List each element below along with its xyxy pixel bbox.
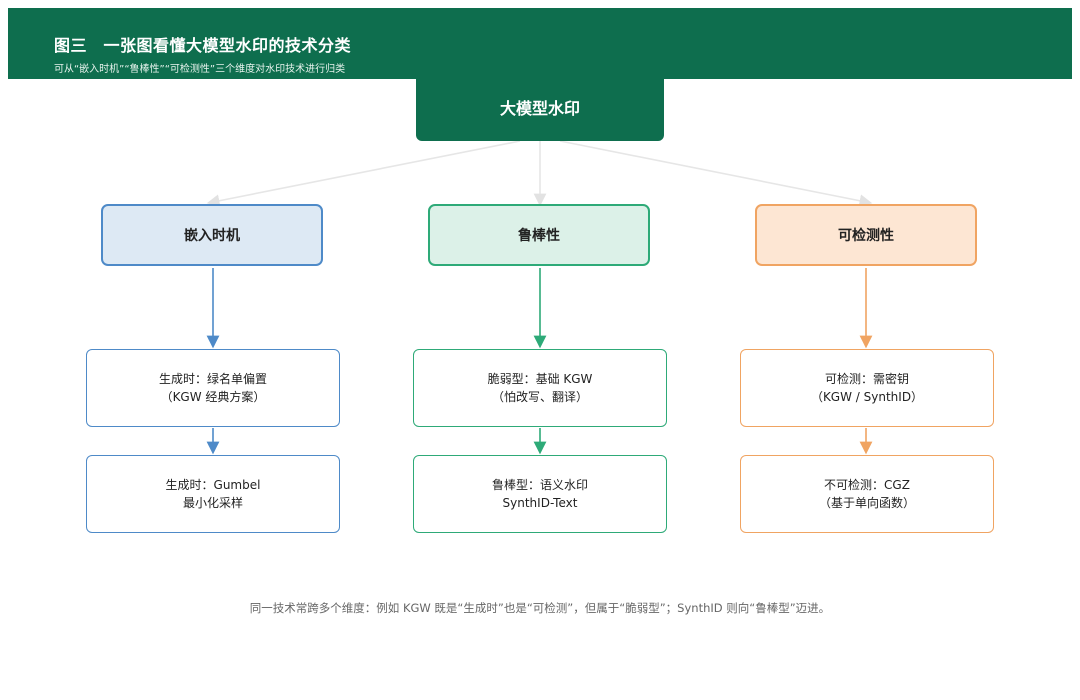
timing-item-1-line1: 生成时：绿名单偏置 xyxy=(158,372,267,386)
timing-item-2: 生成时：Gumbel 最小化采样 xyxy=(86,455,340,533)
detectability-item-2: 不可检测：CGZ （基于单向函数） xyxy=(740,455,994,533)
detectability-item-1-line1: 可检测：需密钥 xyxy=(824,372,909,386)
robustness-item-2-line1: 鲁棒型：语义水印 xyxy=(491,478,588,492)
footnote: 同一技术常跨多个维度：例如 KGW 既是“生成时”也是“可检测”，但属于“脆弱型… xyxy=(249,601,831,615)
detectability-item-2-line1: 不可检测：CGZ xyxy=(824,478,910,492)
category-robustness-label: 鲁棒性 xyxy=(518,228,560,244)
category-detectability: 可检测性 xyxy=(755,204,977,266)
category-timing: 嵌入时机 xyxy=(101,204,323,266)
page-subtitle: 可从“嵌入时机”“鲁棒性”“可检测性”三个维度对水印技术进行归类 xyxy=(54,64,346,75)
timing-item-2-line2: 最小化采样 xyxy=(182,496,243,510)
detectability-item-1-line2: （KGW / SynthID） xyxy=(810,390,924,404)
root-node: 大模型水印 xyxy=(416,72,664,141)
category-detectability-label: 可检测性 xyxy=(838,228,894,244)
root-to-detect-line xyxy=(559,140,873,208)
root-to-timing-line xyxy=(206,140,521,208)
header-banner: 图三 一张图看懂大模型水印的技术分类 可从“嵌入时机”“鲁棒性”“可检测性”三个… xyxy=(8,8,1072,79)
robustness-item-1-line1: 脆弱型：基础 KGW xyxy=(487,372,593,386)
robustness-item-1-line2: （怕改写、翻译） xyxy=(491,390,588,404)
timing-item-2-line1: 生成时：Gumbel xyxy=(165,478,261,492)
robustness-item-2: 鲁棒型：语义水印 SynthID-Text xyxy=(413,455,667,533)
robustness-item-2-line2: SynthID-Text xyxy=(502,496,578,510)
timing-item-1: 生成时：绿名单偏置 （KGW 经典方案） xyxy=(86,349,340,427)
detectability-item-1: 可检测：需密钥 （KGW / SynthID） xyxy=(740,349,994,427)
robustness-item-1: 脆弱型：基础 KGW （怕改写、翻译） xyxy=(413,349,667,427)
timing-item-1-line2: （KGW 经典方案） xyxy=(160,390,266,404)
category-timing-label: 嵌入时机 xyxy=(184,228,240,244)
root-node-label: 大模型水印 xyxy=(499,98,580,118)
category-robustness: 鲁棒性 xyxy=(428,204,650,266)
detectability-item-2-line2: （基于单向函数） xyxy=(818,496,915,510)
page-title: 图三 一张图看懂大模型水印的技术分类 xyxy=(54,36,352,55)
